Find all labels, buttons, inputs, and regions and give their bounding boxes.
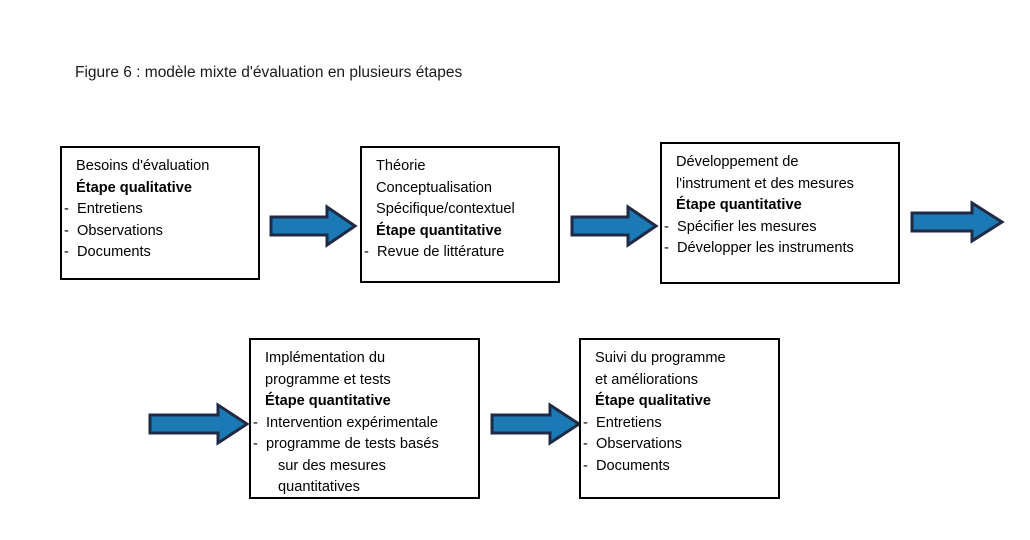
box-heading-line: Besoins d'évaluation: [76, 158, 210, 174]
box-list-item-label: Observations: [596, 436, 682, 452]
box-content: Besoins d'évaluation Étape qualitative -…: [62, 148, 258, 270]
box-heading-line: programme et tests: [265, 371, 391, 388]
bullet-dash-icon: -: [664, 240, 669, 256]
box-list-item: - Revue de littérature: [364, 242, 552, 264]
box-stage-label: Étape quantitative: [676, 197, 802, 213]
flow-arrow-right-icon: [490, 402, 582, 446]
box-list-item-label: Spécifier les mesures: [677, 218, 817, 235]
box-content: Implémentation du programme et tests Éta…: [251, 340, 478, 505]
figure-title: Figure 6 : modèle mixte d'évaluation en …: [75, 64, 463, 81]
box-stage-label: Étape qualitative: [76, 179, 192, 196]
box-list-item-continuation: quantitatives: [278, 479, 360, 495]
bullet-dash-icon: -: [664, 218, 669, 235]
box-heading-line: et améliorations: [595, 371, 699, 388]
box-heading-line: Conceptualisation: [376, 179, 493, 196]
process-box-theorie-conceptualisation: Théorie Conceptualisation Spécifique/con…: [360, 146, 560, 283]
process-box-developpement-instrument: Développement de l'instrument et des mes…: [660, 142, 900, 284]
box-list-item: - Documents: [64, 242, 252, 264]
box-heading-line: Spécifique/contextuel: [376, 201, 515, 217]
box-stage-label: Étape quantitative: [376, 222, 502, 239]
flow-arrow-right-icon: [148, 402, 250, 446]
bullet-dash-icon: -: [364, 244, 369, 260]
process-box-suivi-programme: Suivi du programme et améliorations Étap…: [579, 338, 780, 499]
box-list-item-label: Entretiens: [77, 201, 143, 217]
flow-arrow-right-icon: [570, 204, 659, 248]
box-stage-label: Étape qualitative: [595, 393, 711, 409]
box-content: Théorie Conceptualisation Spécifique/con…: [362, 148, 558, 270]
box-list-item-label: programme de tests basés: [266, 436, 439, 452]
box-list-item-continuation: sur des mesures: [278, 457, 386, 474]
bullet-dash-icon: -: [583, 436, 588, 452]
bullet-dash-icon: -: [64, 244, 69, 260]
box-heading-line: Développement de: [676, 154, 799, 170]
box-list-item-label: Intervention expérimentale: [266, 414, 438, 431]
box-list-item-label: Entretiens: [596, 414, 662, 431]
bullet-dash-icon: -: [253, 414, 258, 431]
box-list-item: - Spécifier les mesures: [664, 217, 892, 239]
box-heading-line: Suivi du programme: [595, 350, 726, 366]
box-list-item: - Intervention expérimentale: [253, 413, 472, 435]
box-heading-line: Implémentation du: [265, 350, 386, 366]
process-box-implementation-programme: Implémentation du programme et tests Éta…: [249, 338, 480, 499]
bullet-dash-icon: -: [64, 201, 69, 217]
process-box-besoins-evaluation: Besoins d'évaluation Étape qualitative -…: [60, 146, 260, 280]
box-list-item: - Développer les instruments: [664, 238, 892, 260]
box-list-item: - programme de tests basés: [253, 434, 472, 456]
box-list-item: - Documents: [583, 456, 772, 478]
box-stage-label: Étape quantitative: [265, 393, 391, 409]
box-list-item: - Observations: [64, 221, 252, 243]
box-list-item-label: Développer les instruments: [677, 240, 854, 256]
box-heading-line: Théorie: [376, 158, 426, 174]
box-list-item: - Entretiens: [583, 413, 772, 435]
flow-arrow-right-icon: [269, 204, 358, 248]
box-content: Développement de l'instrument et des mes…: [662, 144, 898, 266]
box-list-item: - Observations: [583, 434, 772, 456]
box-list-item-label: Revue de littérature: [377, 244, 505, 260]
box-list-item: - Entretiens: [64, 199, 252, 221]
box-heading-line: l'instrument et des mesures: [676, 175, 854, 192]
bullet-dash-icon: -: [583, 414, 588, 431]
bullet-dash-icon: -: [64, 222, 69, 239]
box-content: Suivi du programme et améliorations Étap…: [581, 340, 778, 483]
box-list-item-label: Documents: [596, 457, 670, 474]
bullet-dash-icon: -: [253, 436, 258, 452]
box-list-item-label: Documents: [77, 244, 151, 260]
bullet-dash-icon: -: [583, 457, 588, 474]
flow-arrow-right-icon: [910, 200, 1005, 244]
box-list-item-label: Observations: [77, 222, 163, 239]
